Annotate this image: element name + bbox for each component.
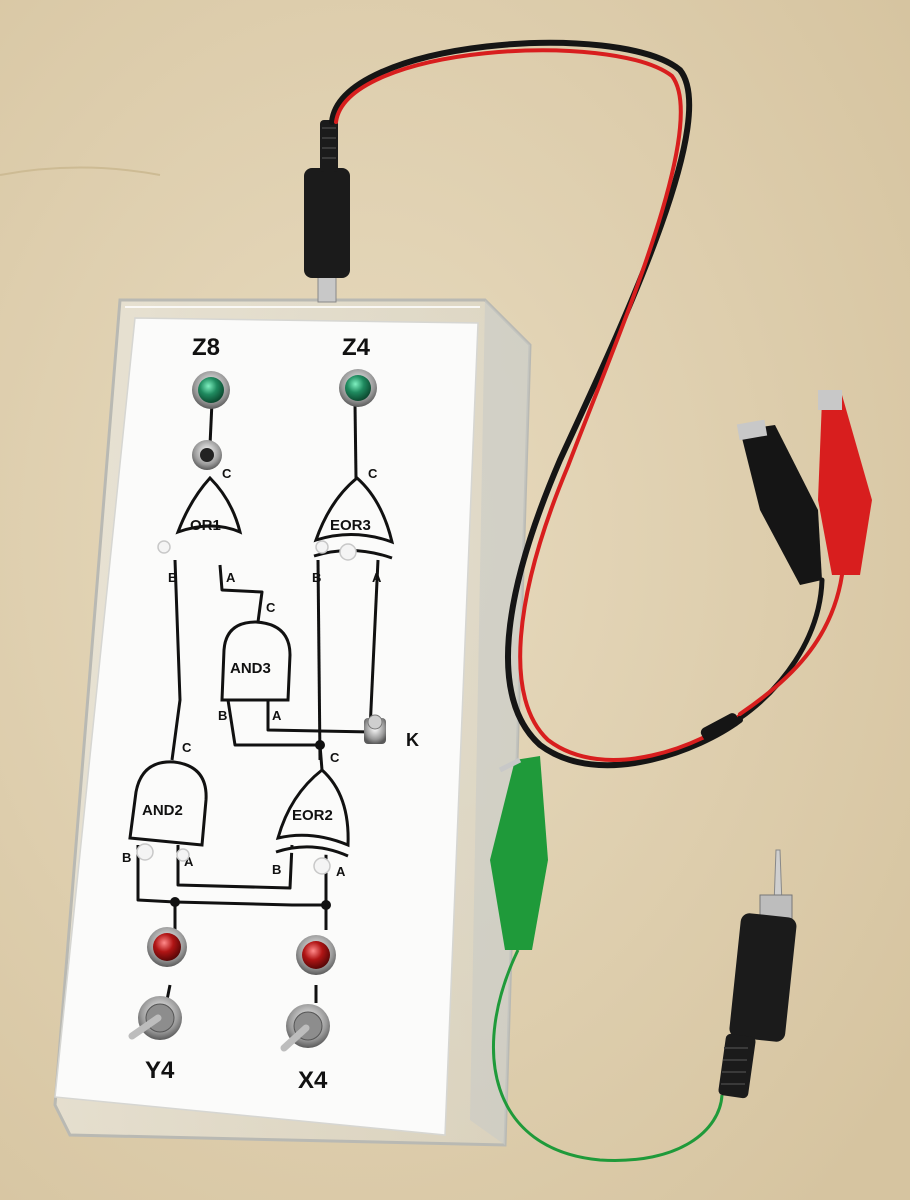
red-alligator-clip <box>818 390 872 575</box>
and2-gate <box>128 760 208 847</box>
and3-pin-a: A <box>272 708 282 723</box>
and3-pin-c: C <box>266 600 276 615</box>
terminal-k-label: K <box>406 730 419 750</box>
wire-junctions <box>170 740 331 910</box>
eor3-pin-c: C <box>368 466 378 481</box>
and3-label: AND3 <box>230 660 271 677</box>
gate-indicator-leds <box>136 540 357 875</box>
x4-label: X4 <box>298 1067 328 1094</box>
audio-plug-top <box>304 120 350 303</box>
eor3-pin-a: A <box>372 570 382 585</box>
green-alligator-clip <box>490 756 548 950</box>
paper-fold-edge <box>0 166 161 176</box>
or1-label: OR1 <box>190 517 221 534</box>
or1-pin-b: B <box>168 570 177 585</box>
eor2-pin-b: B <box>272 862 281 877</box>
or1-pin-a: A <box>226 570 236 585</box>
and3-gate <box>220 620 292 702</box>
eor3-pin-b: B <box>312 570 321 585</box>
and2-pin-c: C <box>182 740 192 755</box>
x4-toggle-switch[interactable] <box>280 1004 330 1052</box>
eor2-label: EOR2 <box>292 807 333 824</box>
audio-cable <box>329 39 844 769</box>
and3-pin-b: B <box>218 708 227 723</box>
y4-led <box>147 927 187 967</box>
or1-pin-c: C <box>222 466 232 481</box>
green-lead-wire <box>491 949 724 1162</box>
x4-led <box>296 935 336 975</box>
circuit-wiring <box>136 401 380 1003</box>
eor2-pin-a: A <box>336 864 346 879</box>
z8-led <box>192 371 230 409</box>
eor2-gate <box>275 768 350 858</box>
z4-led <box>339 369 377 407</box>
black-alligator-clip <box>736 419 822 585</box>
eor2-pin-c: C <box>330 750 340 765</box>
y4-label: Y4 <box>145 1057 175 1084</box>
eor3-label: EOR3 <box>330 517 371 534</box>
audio-plug-loose <box>718 849 797 1099</box>
z4-label: Z4 <box>342 334 371 361</box>
and2-label: AND2 <box>142 802 183 819</box>
y4-toggle-switch[interactable] <box>128 996 182 1040</box>
z8-label: Z8 <box>192 334 220 361</box>
and2-pin-b: B <box>122 850 131 865</box>
and2-pin-a: A <box>184 854 194 869</box>
test-socket[interactable] <box>192 440 222 470</box>
or1-gate <box>175 475 243 535</box>
terminal-k[interactable] <box>364 714 386 744</box>
